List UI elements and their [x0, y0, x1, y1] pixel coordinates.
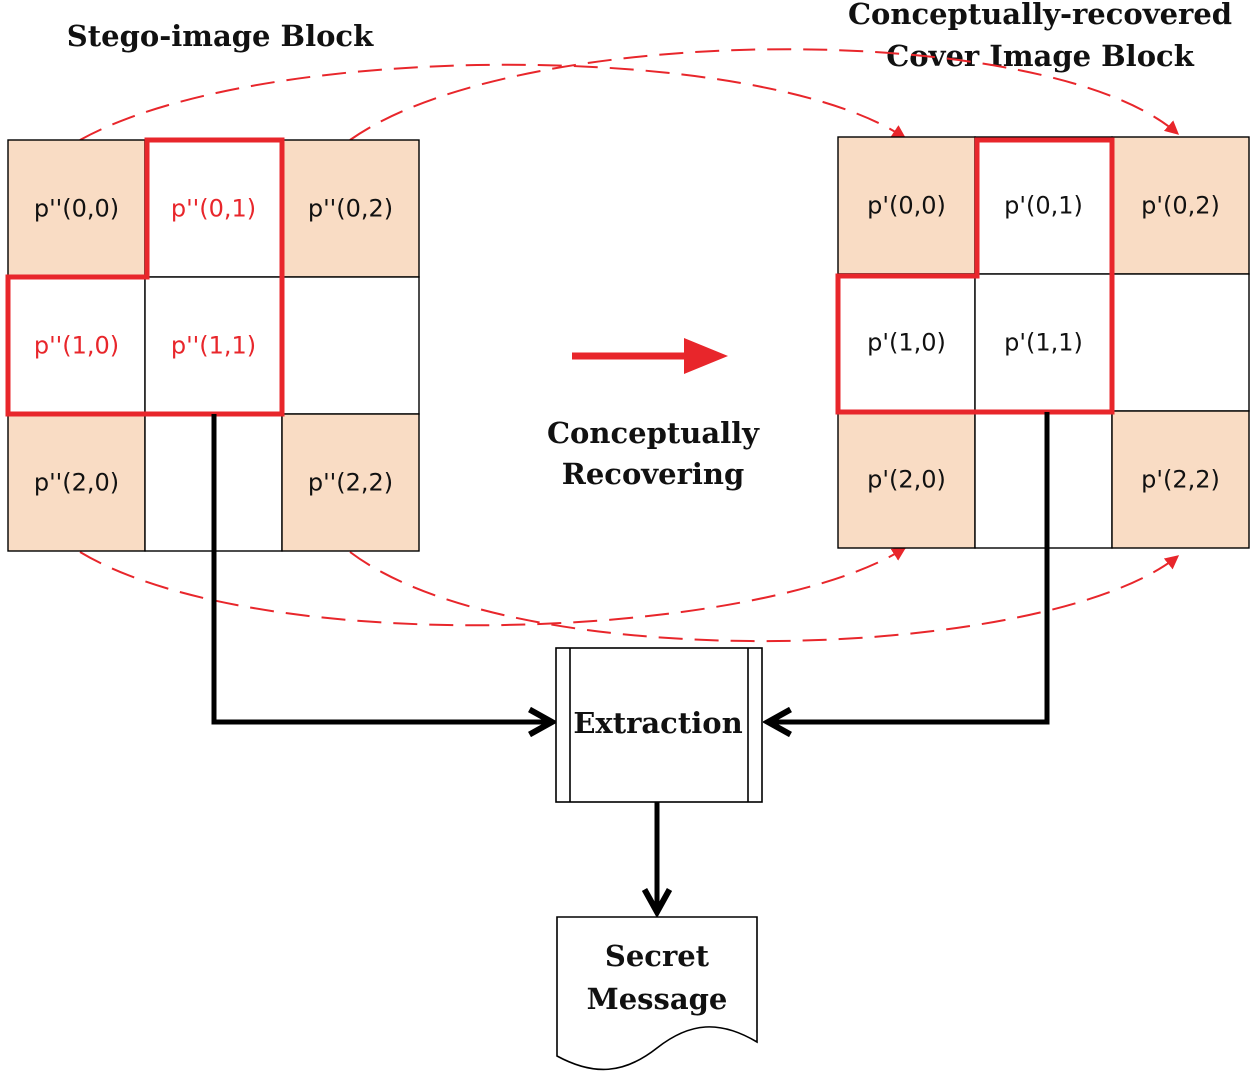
stego-cell-label-0-2: p''(0,2): [308, 195, 393, 223]
stego-cell-2-2: [281, 413, 420, 552]
stego-cell-0-0: [7, 139, 146, 278]
secret-message-document: Secret Message: [556, 916, 758, 1071]
stego-highlight-outline: [5, 137, 285, 417]
recovered-cell-0-0: [837, 136, 976, 275]
stego-block-title: Stego-image Block: [67, 19, 374, 53]
stego-cell-label-0-1: p''(0,1): [171, 195, 256, 223]
recovering-label-line2: Recovering: [562, 457, 745, 491]
recovered-cell-2-0: [837, 410, 976, 549]
recovered-cell-label-0-1: p'(0,1): [1004, 192, 1083, 220]
recovered-cell-label-0-0: p'(0,0): [867, 192, 946, 220]
recovered-to-extraction-connector: [768, 412, 1050, 722]
stego-cell-label-0-0: p''(0,0): [34, 195, 119, 223]
recovering-arrow-head: [684, 338, 728, 374]
stego-cell-1-2: [281, 276, 420, 415]
stego-cell-label-1-0: p''(1,0): [34, 332, 119, 360]
recovered-cell-1-0: [837, 273, 976, 412]
stego-cell-label-2-0: p''(2,0): [34, 469, 119, 497]
recovered-highlight-outline: [835, 137, 1115, 415]
stego-cell-label-1-1: p''(1,1): [171, 332, 256, 360]
stego-cell-label-2-2: p''(2,2): [308, 469, 393, 497]
stego-to-extraction-connector: [211, 414, 552, 722]
recovered-cell-0-1: [974, 136, 1113, 275]
recovered-cell-label-1-0: p'(1,0): [867, 329, 946, 357]
recovering-label-line1: Conceptually: [547, 416, 760, 450]
recovered-cell-0-2: [1111, 136, 1250, 275]
recovered-cell-label-2-2: p'(2,2): [1141, 466, 1220, 494]
recovered-cell-label-0-2: p'(0,2): [1141, 192, 1220, 220]
recovered-cell-1-1: [974, 273, 1113, 412]
stego-cell-0-1: [144, 139, 283, 278]
mapping-arc-bottom-left: [79, 547, 907, 627]
mapping-arc-top-right: [349, 48, 1180, 141]
recovered-cell-1-2: [1111, 273, 1250, 412]
extraction-label: Extraction: [573, 706, 742, 740]
recovered-cover-grid: p'(0,0) p'(0,1) p'(0,2) p'(1,0) p'(1,1) p'(2,…: [837, 136, 1250, 549]
mapping-arc-top-left: [79, 63, 907, 141]
recovered-cell-2-1: [974, 410, 1113, 549]
recovered-cell-2-2: [1111, 410, 1250, 549]
extraction-box: Extraction: [555, 647, 763, 803]
secret-label-line2: Message: [587, 982, 728, 1016]
stego-cell-2-0: [7, 413, 146, 552]
mapping-arc-bottom-right: [349, 551, 1180, 643]
recovered-block-title-line2: Cover Image Block: [886, 39, 1194, 73]
recovered-cell-label-1-1: p'(1,1): [1004, 329, 1083, 357]
stego-cell-0-2: [281, 139, 420, 278]
recovered-block-title-line1: Conceptually-recovered: [848, 0, 1232, 31]
recovered-cell-label-2-0: p'(2,0): [867, 466, 946, 494]
secret-label-line1: Secret: [605, 939, 710, 973]
stego-image-grid: p''(0,0) p''(0,1) p''(0,2) p''(1,0) p''(1,1)…: [7, 139, 420, 552]
